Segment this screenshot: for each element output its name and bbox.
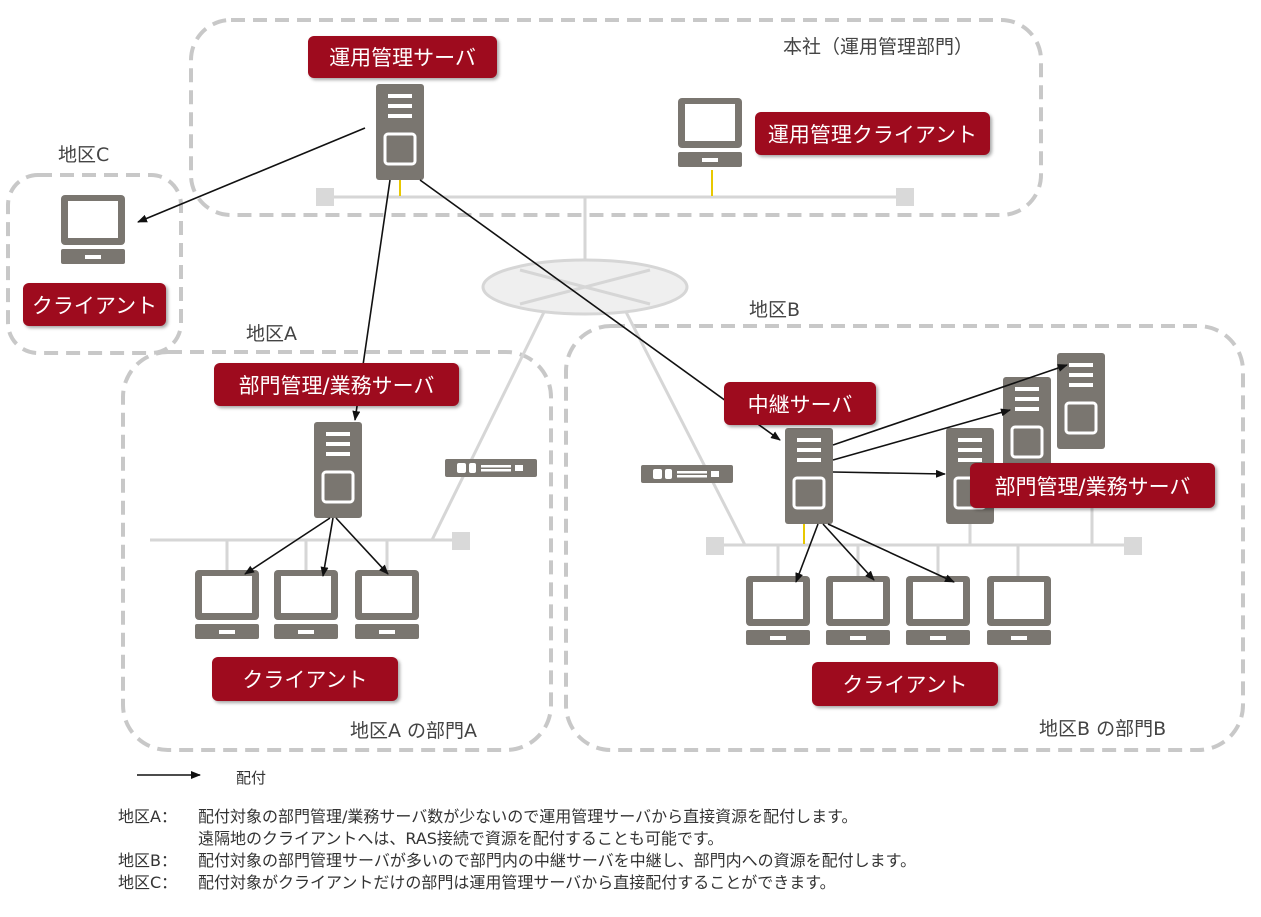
dept-server-b-badge: 部門管理/業務サーバ [970, 463, 1215, 508]
dept-server-a-badge: 部門管理/業務サーバ [214, 363, 459, 406]
client-a-pc-icon [274, 570, 338, 639]
arrow-icon [832, 408, 1011, 461]
client-b-pc-icon [987, 576, 1051, 645]
note-text: 遠隔地のクライアントへは、RAS接続で資源を配付することも可能です。 [198, 829, 724, 848]
area-b-region-outline [564, 324, 1245, 752]
distribution-arrows [137, 127, 1068, 583]
hq-label: 本社（運用管理部門） [783, 36, 974, 58]
dept-server-a-icon [312, 420, 364, 520]
client-a-badge: クライアント [212, 657, 398, 701]
notes: 地区A： 配付対象の部門管理/業務サーバ数が少ないので運用管理サーバから直接資源… [118, 806, 916, 894]
legend-label: 配付 [236, 769, 267, 787]
mgmt-server-icon [374, 82, 426, 182]
arrow-icon [137, 127, 366, 223]
arrow-icon [320, 517, 334, 577]
client-b-pc-icon [906, 576, 970, 645]
area-c-region-outline [6, 173, 183, 355]
note-row: 地区A： 配付対象の部門管理/業務サーバ数が少ないので運用管理サーバから直接資源… [118, 806, 916, 828]
note-text: 配付対象の部門管理サーバが多いので部門内の中継サーバを中継し、部門内への資源を配… [198, 851, 917, 870]
dept-server-b-icon [1001, 375, 1053, 475]
note-key [118, 828, 198, 850]
hq-region-outline [189, 18, 1043, 217]
client-c-pc-icon [61, 195, 125, 264]
dept-server-b-icon [1055, 351, 1107, 451]
arrow-icon [827, 523, 955, 583]
area-a-label: 地区A [246, 323, 297, 345]
arrow-icon [244, 517, 331, 575]
note-text: 配付対象がクライアントだけの部門は運用管理サーバから直接配付することができます。 [198, 873, 836, 892]
arrow-icon [832, 469, 946, 478]
area-b-dept-label: 地区B の部門B [1039, 718, 1167, 740]
note-key: 地区C： [118, 873, 178, 892]
relay-server-icon [783, 426, 835, 526]
client-c-badge: クライアント [23, 283, 166, 326]
link-stubs [399, 170, 805, 544]
area-a-region-outline [121, 350, 553, 752]
client-a-pc-icon [355, 570, 419, 639]
mgmt-client-badge: 運用管理クライアント [755, 112, 990, 155]
switch-icon [445, 459, 537, 477]
arrow-icon [335, 517, 389, 575]
note-key: 地区B： [118, 851, 177, 870]
client-b-badge: クライアント [812, 662, 998, 706]
client-b-pc-icon [746, 576, 810, 645]
switch-icon [641, 465, 733, 483]
client-a-pc-icon [195, 570, 259, 639]
area-a-dept-label: 地区A の部門A [350, 720, 478, 742]
note-key: 地区A： [118, 807, 177, 826]
client-b-pc-icon [826, 576, 890, 645]
area-b-label: 地区B [749, 299, 801, 321]
relay-server-badge: 中継サーバ [724, 382, 876, 425]
area-c-label: 地区C [58, 144, 110, 166]
network-endpoints [316, 188, 1142, 555]
mgmt-client-pc-icon [678, 98, 742, 167]
arrow-icon [795, 523, 819, 583]
note-row: 遠隔地のクライアントへは、RAS接続で資源を配付することも可能です。 [118, 828, 916, 850]
note-row: 地区B： 配付対象の部門管理サーバが多いので部門内の中継サーバを中継し、部門内へ… [118, 850, 916, 872]
mgmt-server-badge: 運用管理サーバ [308, 36, 497, 78]
network-lines [150, 195, 1135, 578]
router-icon [481, 258, 689, 316]
note-row: 地区C： 配付対象がクライアントだけの部門は運用管理サーバから直接配付することが… [118, 872, 916, 894]
arrow-icon [419, 179, 781, 441]
note-text: 配付対象の部門管理/業務サーバ数が少ないので運用管理サーバから直接資源を配付しま… [198, 807, 858, 826]
arrow-icon [822, 523, 875, 581]
arrow-icon [832, 364, 1068, 446]
